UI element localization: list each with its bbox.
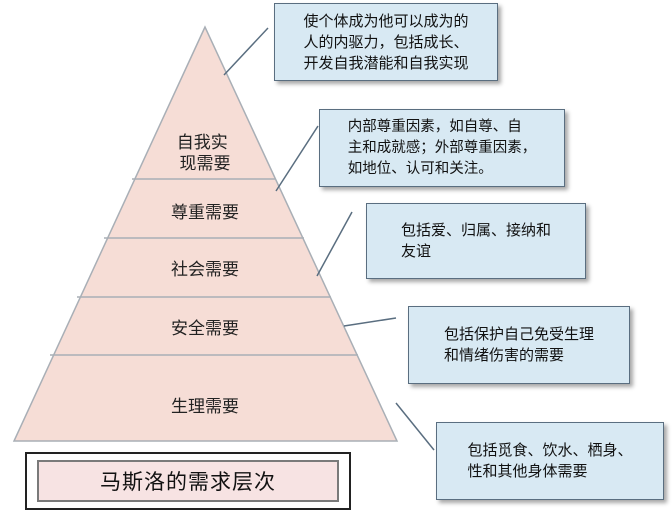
level-label-social: 社会需要 [171,260,239,280]
diagram-title: 马斯洛的需求层次 [37,460,339,502]
description-safety: 包括保护自己免受生理 和情绪伤害的需要 [408,306,630,384]
description-text: 内部尊重因素，如自尊、自 主和成就感；外部尊重因素， 如地位、认可和关注。 [347,118,537,177]
connector-line [316,211,353,277]
connector-line [223,27,269,76]
description-physiological: 包括觅食、饮水、栖身、 性和其他身体需要 [436,422,664,500]
title-frame: 马斯洛的需求层次 [25,452,351,510]
description-text: 包括觅食、饮水、栖身、 性和其他身体需要 [467,441,633,480]
level-label-safety: 安全需要 [171,319,239,339]
description-social: 包括爱、归属、接纳和 友谊 [366,203,586,279]
description-text: 使个体成为他可以成为的 人的内驱力，包括成长、 开发自我潜能和自我实现 [303,11,469,72]
description-self-actualization: 使个体成为他可以成为的 人的内驱力，包括成长、 开发自我潜能和自我实现 [274,3,498,81]
level-label-self-actualization: 自我实 现需要 [177,133,233,174]
pyramid-shape [12,25,399,442]
level-label-esteem: 尊重需要 [171,203,239,223]
connector-line [343,317,397,327]
description-esteem: 内部尊重因素，如自尊、自 主和成就感；外部尊重因素， 如地位、认可和关注。 [319,109,565,187]
level-label-physiological: 生理需要 [171,397,239,417]
description-text: 包括爱、归属、接纳和 友谊 [400,221,551,260]
description-text: 包括保护自己免受生理 和情绪伤害的需要 [443,325,594,364]
connector-line [395,402,435,451]
connector-line [275,125,319,192]
